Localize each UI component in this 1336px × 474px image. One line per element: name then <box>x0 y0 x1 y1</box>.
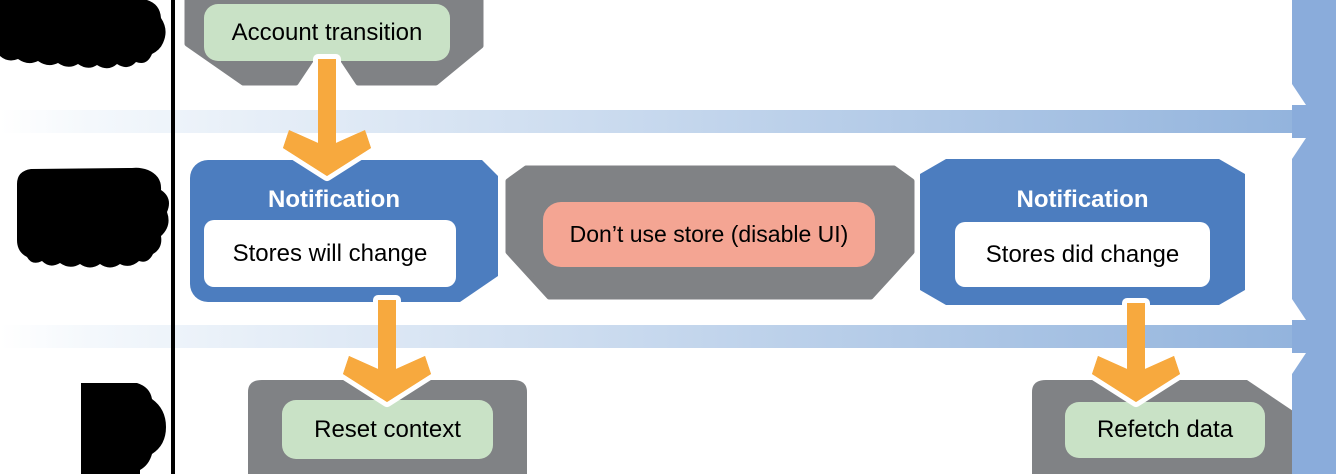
redacted-label-middle <box>17 167 169 268</box>
refetch-data-label: Refetch data <box>1096 416 1234 443</box>
node-account-transition-label: Account transition <box>231 18 423 46</box>
redacted-label-bottom <box>81 383 166 474</box>
bar-notch <box>1292 138 1306 159</box>
bar-notch <box>1292 353 1306 374</box>
timeline-vertical-line <box>171 0 175 474</box>
node-notification-stores-did-change: Notification Stores did change <box>920 159 1245 305</box>
redacted-label-top <box>0 0 166 69</box>
node-refetch-data: Refetch data <box>1065 402 1265 458</box>
bar-notch <box>1292 299 1306 320</box>
timeline-band-top <box>0 110 1292 133</box>
stores-will-change-label: Stores will change <box>232 239 428 267</box>
notification-title: Notification <box>268 186 400 213</box>
node-account-transition: Account transition <box>204 4 450 61</box>
notification-body: Stores did change <box>955 222 1210 287</box>
notification-body: Stores will change <box>204 220 456 287</box>
notification-title: Notification <box>1016 186 1149 213</box>
stores-did-change-label: Stores did change <box>985 240 1180 268</box>
timeline-band-bottom <box>0 325 1292 348</box>
reset-context-label: Reset context <box>314 415 461 443</box>
node-notification-stores-will-change: Notification Stores will change <box>190 160 498 302</box>
node-reset-context: Reset context <box>282 400 493 459</box>
node-dont-use-store: Don’t use store (disable UI) <box>543 202 875 267</box>
bar-notch <box>1292 84 1306 105</box>
timeline-bar-right <box>1292 0 1336 474</box>
dont-use-store-label: Don’t use store (disable UI) <box>569 221 849 247</box>
